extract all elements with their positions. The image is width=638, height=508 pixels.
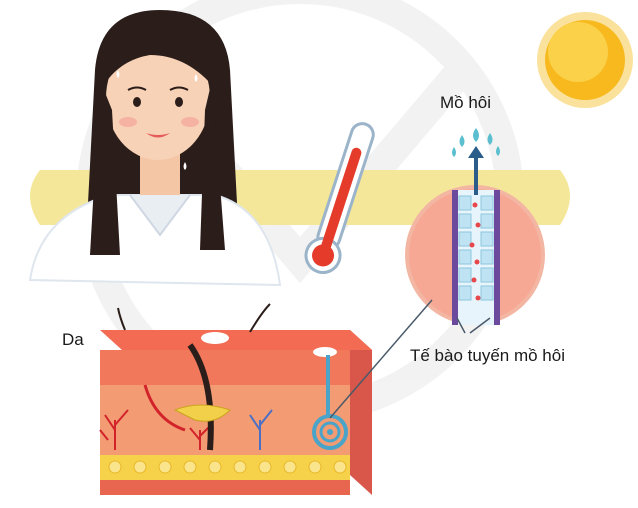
sun-icon [537,12,633,108]
sweat-label: Mồ hôi [440,93,491,113]
woman-illustration [30,10,280,285]
skin-section-illustration [100,304,372,495]
sweat-gland-cells-label: Tế bào tuyến mồ hôi [410,346,565,366]
skin-label: Da [62,330,84,350]
